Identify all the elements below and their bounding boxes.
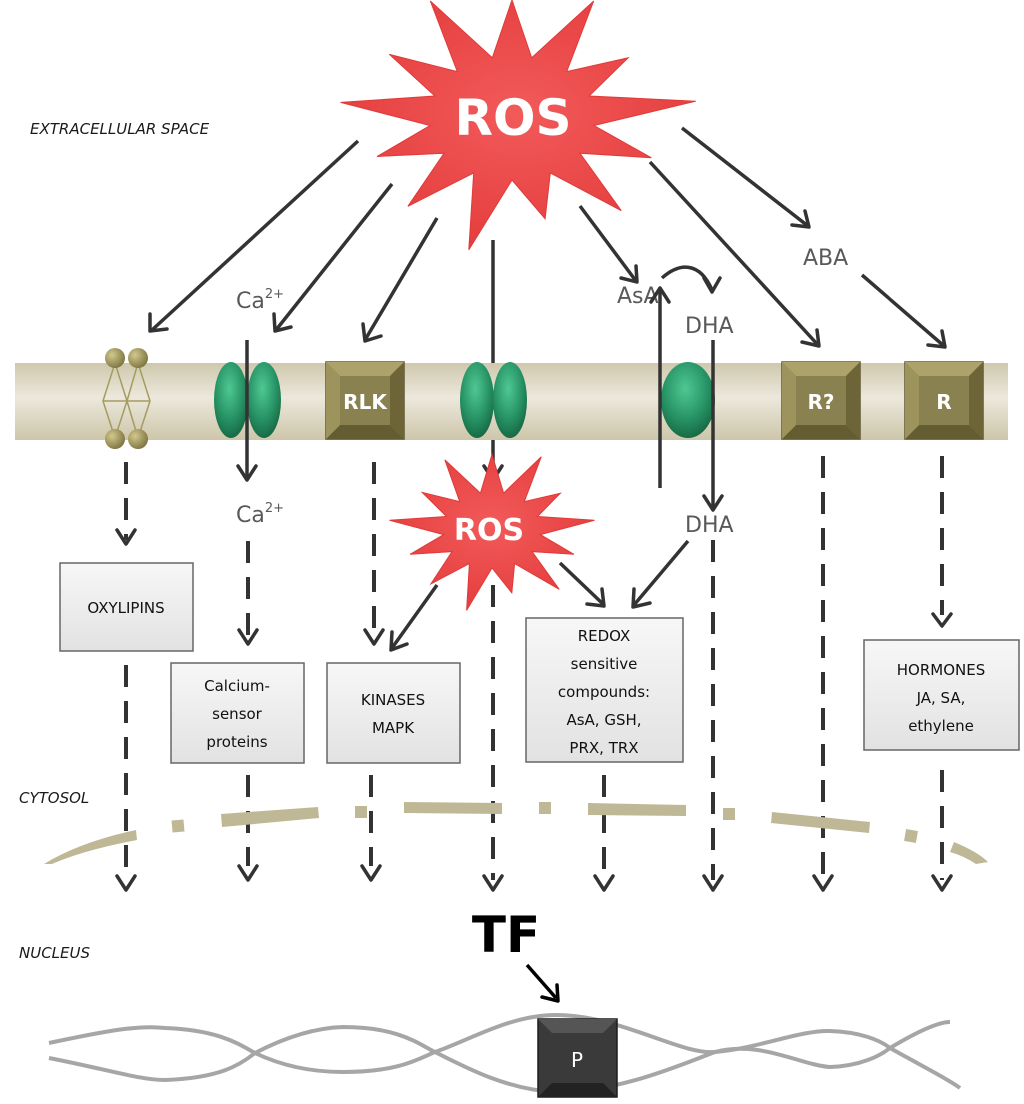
aba-label: ABA: [803, 246, 848, 271]
r-unknown-label: R?: [807, 390, 834, 414]
asa-label: AsA: [617, 284, 659, 309]
nucleus-arrowheads: [115, 864, 953, 892]
arrowhead-icon: [482, 874, 504, 892]
arrowhead-icon: [926, 329, 947, 349]
arrow-ros-to-kinases: [390, 583, 439, 650]
box-redox-line-2: sensitive: [571, 655, 638, 673]
box-kinases-line-1: KINASES: [361, 691, 425, 709]
arrowhead-icon: [931, 612, 953, 628]
arrowhead-icon: [649, 286, 671, 304]
arrow-dha-to-redox: [632, 539, 690, 607]
arrowhead-icon: [540, 983, 560, 1003]
arrow-ros-to-oxylipin-channel: [150, 139, 360, 332]
arrow-tf-to-promoter: [525, 963, 558, 1000]
arrowhead-icon: [361, 322, 383, 343]
promoter-label: P: [571, 1048, 583, 1072]
rlk-label: RLK: [343, 390, 388, 414]
arrow-ros-to-redox: [558, 561, 605, 606]
arrowhead-icon: [812, 874, 834, 892]
ros-star-inner: ROS: [389, 452, 595, 611]
arrowhead-icon: [272, 312, 293, 333]
box-redox-line-1: REDOX: [578, 627, 631, 645]
label-cytosol: CYTOSOL: [19, 789, 89, 807]
arrowhead-icon: [631, 587, 652, 609]
box-hormones-line-1: HORMONES: [897, 661, 985, 679]
arrowhead-icon: [790, 209, 811, 229]
calcium-channel-icon: [214, 362, 281, 438]
arrow-ros-to-ca: [274, 182, 394, 332]
arrowhead-icon: [619, 264, 639, 284]
r-label: R: [936, 390, 951, 414]
box-calcium-sensor-proteins: Calcium- sensor proteins: [170, 662, 305, 764]
arrowhead-icon: [237, 628, 259, 646]
dha-cytosolic-label: DHA: [685, 513, 734, 538]
receptor-unknown: R?: [781, 361, 861, 440]
box-hormones-line-3: ethylene: [908, 717, 974, 735]
box-redox-compounds: REDOX sensitive compounds: AsA, GSH, PRX…: [525, 617, 684, 763]
box-oxylipins: OXYLIPINS: [59, 562, 194, 652]
arrowhead-icon: [363, 628, 385, 646]
arrowhead-icon: [702, 276, 722, 294]
arrowhead-icon: [585, 587, 606, 608]
box-kinases-mapk: KINASES MAPK: [326, 662, 461, 764]
dashed-signals: [115, 456, 953, 880]
arrow-aba-to-r: [860, 273, 946, 348]
asa-dha-transporter-icon: [661, 362, 715, 438]
arrowhead-icon: [931, 874, 953, 892]
aquaporin-channel-icon: [460, 362, 527, 438]
ros-star-shape: [340, 0, 696, 251]
box-redox-line-3: compounds:: [558, 683, 650, 701]
arrowhead-icon: [702, 494, 724, 512]
label-extracellular-space: EXTRACELLULAR SPACE: [30, 120, 210, 138]
arrowhead-icon: [593, 874, 615, 892]
box-hormones-line-2: JA, SA,: [916, 689, 966, 707]
arrowhead-icon: [115, 874, 137, 892]
lipid-structure-icon: [102, 348, 151, 449]
arrowhead-icon: [148, 312, 169, 333]
box-calcium-line-2: sensor: [212, 705, 263, 723]
box-redox-line-5: PRX, TRX: [569, 739, 638, 757]
arrowhead-icon: [702, 874, 724, 892]
receptor-rlk: RLK: [325, 361, 405, 440]
arrowhead-icon: [115, 528, 137, 546]
arrowhead-icon: [360, 864, 382, 882]
ros-inner-label: ROS: [454, 513, 524, 548]
ros-star-top: ROS: [340, 0, 696, 251]
arrow-ros-to-aba: [680, 126, 810, 228]
ca-extracellular-label: Ca2+: [236, 287, 284, 314]
box-oxylipins-line-1: OXYLIPINS: [87, 599, 164, 617]
dna-helix: [48, 1012, 962, 1095]
dha-extracellular-label: DHA: [685, 314, 734, 339]
ros-top-arrows: [148, 126, 947, 482]
box-kinases-line-2: MAPK: [372, 719, 415, 737]
label-nucleus: NUCLEUS: [19, 944, 90, 962]
ros-top-label: ROS: [454, 89, 571, 147]
transcription-factor-label: TF: [472, 906, 540, 964]
arrow-ros-to-rlk: [363, 217, 439, 341]
arrow-ros-to-r-unknown: [648, 160, 820, 347]
box-calcium-line-1: Calcium-: [204, 677, 270, 695]
ca-cytosolic-label: Ca2+: [236, 501, 284, 528]
ros-star-shape: [389, 452, 595, 611]
arrowhead-icon: [800, 328, 821, 348]
nuclear-envelope: [44, 802, 988, 864]
arrow-ros-to-asa: [578, 204, 638, 283]
arrowhead-icon: [236, 464, 258, 482]
arrowhead-icon: [237, 864, 259, 882]
promoter-box: P: [537, 1018, 618, 1098]
receptor-r: R: [904, 361, 984, 440]
box-calcium-line-3: proteins: [206, 733, 267, 751]
arrowhead-icon: [389, 630, 409, 652]
box-hormones: HORMONES JA, SA, ethylene: [863, 639, 1020, 751]
box-redox-line-4: AsA, GSH,: [566, 711, 641, 729]
